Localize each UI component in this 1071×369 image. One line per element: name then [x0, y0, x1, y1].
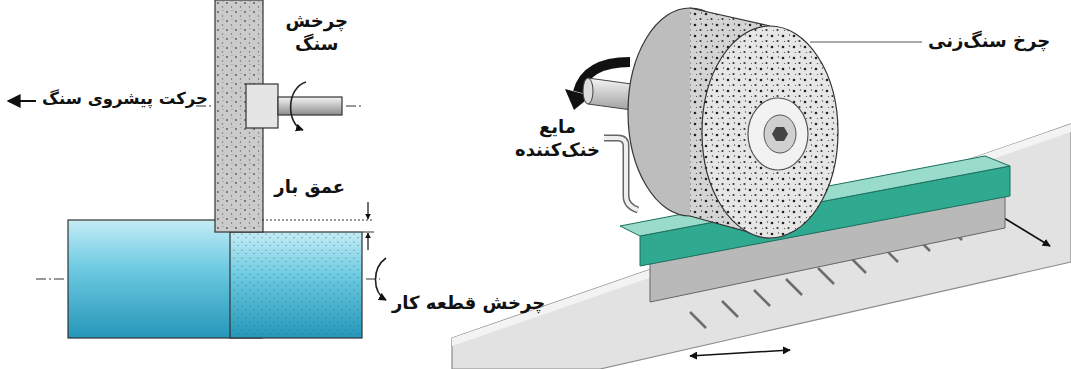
slot: [754, 290, 770, 306]
part-label: چرخ سنگ‌زنی: [928, 30, 1050, 53]
ground-part: [230, 232, 362, 338]
slot: [690, 312, 706, 328]
table-motion-arrow: [690, 350, 790, 356]
wheel-outline: [690, 8, 770, 26]
center-line: [36, 279, 64, 280]
dimension-extension: [262, 220, 374, 221]
slot: [818, 268, 834, 284]
motion-label: چرخش قطعه کار: [392, 292, 545, 315]
leader-line: [810, 42, 922, 43]
depth-dimension: [262, 202, 374, 250]
motion-label: حرکت پیشروی سنگ: [42, 89, 208, 110]
wheel-shaft: [278, 97, 342, 115]
wheel-flange: [246, 84, 278, 128]
wheel-face-texture: [702, 26, 838, 238]
wheel-washer: [764, 115, 796, 153]
center-line: [346, 106, 364, 107]
dimension-label: عمق بار: [274, 176, 345, 199]
feed-arrow: [8, 100, 36, 102]
part-label: مایع خنک‌کننده: [515, 116, 600, 161]
wheel-nut: [772, 127, 788, 141]
slot: [722, 301, 738, 317]
ground-texture: [230, 232, 362, 338]
wheel-face: [702, 26, 838, 238]
center-lines: [36, 106, 380, 279]
wheel-hub: [748, 98, 808, 170]
motion-label: چرخش سنگ: [285, 10, 348, 55]
slot: [786, 279, 802, 295]
dimension-arrow: [367, 202, 368, 219]
grinding-wheel-3d: [583, 8, 838, 238]
center-line: [366, 279, 380, 280]
workpiece-cylinder: [68, 220, 362, 338]
workpiece-rotation-arrow: [376, 258, 387, 300]
dimension-arrow: [367, 233, 368, 250]
wheel-rotation-arrow: [291, 82, 306, 130]
spindle-end: [583, 78, 593, 104]
dimension-extension: [362, 232, 374, 233]
